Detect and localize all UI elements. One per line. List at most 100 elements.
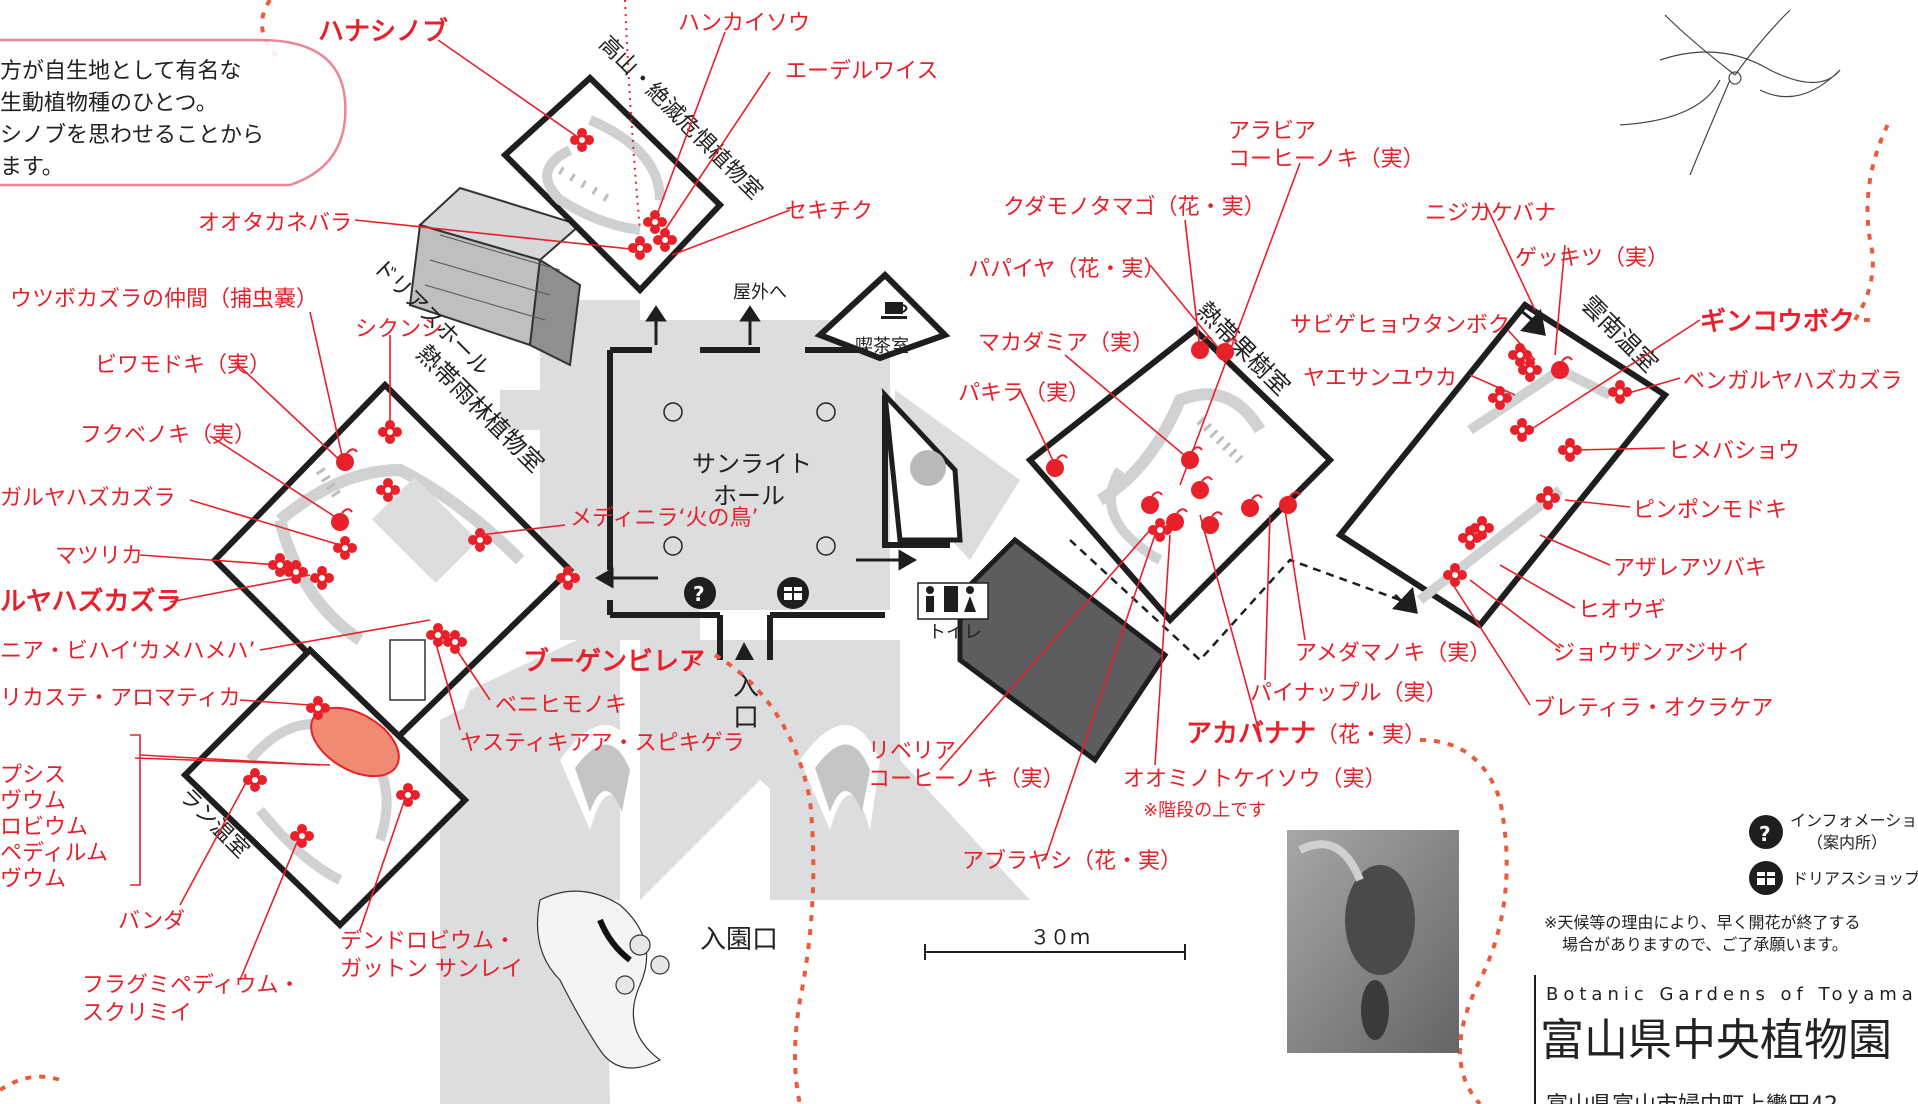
label-oomino: オオミノトケイソウ（実） <box>1123 767 1387 792</box>
flower-marker-icon <box>1536 486 1560 510</box>
label-papaya: パパイヤ（花・実） <box>968 257 1165 282</box>
flower-marker-icon <box>284 560 308 584</box>
flower-marker-icon <box>243 768 267 792</box>
label-orchid-group-3: ロビウム <box>0 815 88 840</box>
flower-marker-icon <box>1470 516 1494 540</box>
fruit-marker-icon <box>1141 491 1163 514</box>
tropical-flower-illustration <box>536 890 670 1069</box>
flower-marker-icon <box>468 528 492 552</box>
intro-note-line-4: ます。 <box>0 155 64 180</box>
label-pineapple: パイナップル（実） <box>1250 681 1448 706</box>
fruit-marker-icon <box>1216 338 1238 361</box>
label-hankaisou: ハンカイソウ <box>678 11 810 36</box>
cafe-label: 喫茶室 <box>855 336 909 357</box>
dashed-route <box>1069 539 1401 662</box>
label-fragmi-1: フラグミペディウム・ <box>82 973 300 998</box>
intro-note-line-3: シノブを思わせることから <box>0 123 264 148</box>
sunlight-hall-label-2: ホール <box>713 482 785 510</box>
fruit-marker-icon <box>1166 508 1188 531</box>
label-bretia: ブレティラ・オクラケア <box>1533 696 1773 721</box>
intro-note-line-1: 方が自生地として有名な <box>0 59 241 84</box>
fruit-marker-icon <box>1551 356 1573 379</box>
alpine-red-dotted-line <box>624 0 641 231</box>
legend-info-label-2: （案内所） <box>1807 833 1887 852</box>
leader-lines <box>130 31 1701 981</box>
fruit-marker-icon <box>1181 446 1203 469</box>
flower-marker-icon <box>570 128 594 152</box>
label-bengaru-left-bold: ルヤハズカズラ <box>0 586 181 617</box>
toilet-icon <box>917 582 989 620</box>
label-gatton-1: デンドロビウム・ <box>340 929 516 954</box>
fruit-markers <box>331 336 1573 534</box>
flower-marker-icon <box>1443 563 1467 587</box>
scale-bar <box>924 944 1186 960</box>
park-gate-label: 入園口 <box>700 925 778 955</box>
intro-note-bubble <box>0 38 347 187</box>
legend-gift-icon <box>1749 861 1783 895</box>
label-liberia-1: リベリア <box>868 739 956 764</box>
label-gatton-2: ガットン サンレイ <box>340 957 523 982</box>
label-bengaru-right: ベンガルヤハズカズラ <box>1683 369 1903 394</box>
label-shikunshi: シクンシ <box>355 317 443 342</box>
flower-marker-icon <box>1510 418 1534 442</box>
flower-marker-icon <box>376 478 400 502</box>
footer-english: Botanic Gardens of Toyama <box>1546 984 1918 1005</box>
label-ginkouboku: ギンコウボク <box>1700 307 1855 337</box>
label-spikigera: ヤスティキアア・スピキゲラ <box>460 731 745 756</box>
label-benihimonoki: ベニヒモノキ <box>495 693 627 718</box>
flower-marker-icon <box>378 420 402 444</box>
label-azarea: アザレアツバキ <box>1613 556 1767 581</box>
gift-icon <box>777 577 809 609</box>
fruit-marker-icon <box>1201 511 1223 534</box>
label-matsurika: マツリカ <box>55 544 143 569</box>
label-kamehameha: ニア・ビハイ‘カメハメハ’ <box>0 639 256 664</box>
label-akabanana-suffix: （花・実） <box>1316 723 1426 748</box>
flower-marker-icon <box>1488 386 1512 410</box>
flower-marker-icon <box>443 630 467 654</box>
sunlight-hall-label-1: サンライト <box>692 450 812 478</box>
fruit-marker-icon <box>1241 494 1263 517</box>
flower-marker-icon <box>1608 380 1632 404</box>
notice-line-2: 場合がありますので、ご了承願います。 <box>1562 935 1848 954</box>
label-hanashinobu: ハナシノブ <box>318 16 448 47</box>
flower-marker-icon <box>310 566 334 590</box>
label-orchid-group-1: プシス <box>0 763 66 788</box>
fruit-room <box>1025 326 1335 625</box>
entrance-label-vertical-2: 口 <box>733 703 759 733</box>
banana-photo <box>1287 830 1459 1053</box>
flower-markers <box>243 128 1632 848</box>
label-utsubo: ウツボカズラの仲間（捕虫嚢） <box>10 287 318 312</box>
entrance-walls <box>717 615 773 660</box>
label-biwamodoki: ビワモドキ（実） <box>95 353 271 378</box>
intro-note-line-2: 生動植物種のひとつ。 <box>0 91 218 116</box>
flower-marker-icon <box>628 236 652 260</box>
walkway-arcs-gray <box>575 744 870 812</box>
info-icon: ? <box>684 577 716 609</box>
svg-text:?: ? <box>693 582 705 606</box>
entrance-label-vertical-1: 入 <box>733 672 759 702</box>
label-macadamia: マカダミア（実） <box>978 331 1154 356</box>
legend-info-icon: ? <box>1749 815 1783 849</box>
flower-marker-icon <box>556 566 580 590</box>
toilet-label: トイレ <box>928 622 982 643</box>
orchid-flower-illustration <box>1619 9 1841 176</box>
orchid-room <box>180 639 470 930</box>
label-nijikakebana: ニジカケバナ <box>1425 201 1556 226</box>
label-fragmi-2: スクリミイ <box>82 1001 192 1026</box>
flower-marker-icon <box>306 696 330 720</box>
fruit-marker-icon <box>1046 454 1068 477</box>
doria-hall-building <box>408 186 583 367</box>
fruit-marker-icon <box>336 448 358 471</box>
footer-japanese: 富山県中央植物園 <box>1540 1015 1892 1066</box>
flower-marker-icon <box>1148 518 1172 542</box>
sunlight-hall <box>607 347 950 618</box>
label-gekkitsu: ゲッキツ（実） <box>1515 246 1669 271</box>
fruit-marker-icon <box>1191 476 1213 499</box>
label-ootakanebara: オオタカネバラ <box>198 211 352 236</box>
flower-marker-icon <box>643 210 667 234</box>
label-abura: アブラヤシ（花・実） <box>962 849 1182 874</box>
svg-text:?: ? <box>1759 822 1771 846</box>
flower-marker-icon <box>268 553 292 577</box>
orchid-highlight-area <box>310 706 400 778</box>
label-liberia-2: コーヒーノキ（実） <box>868 767 1065 792</box>
